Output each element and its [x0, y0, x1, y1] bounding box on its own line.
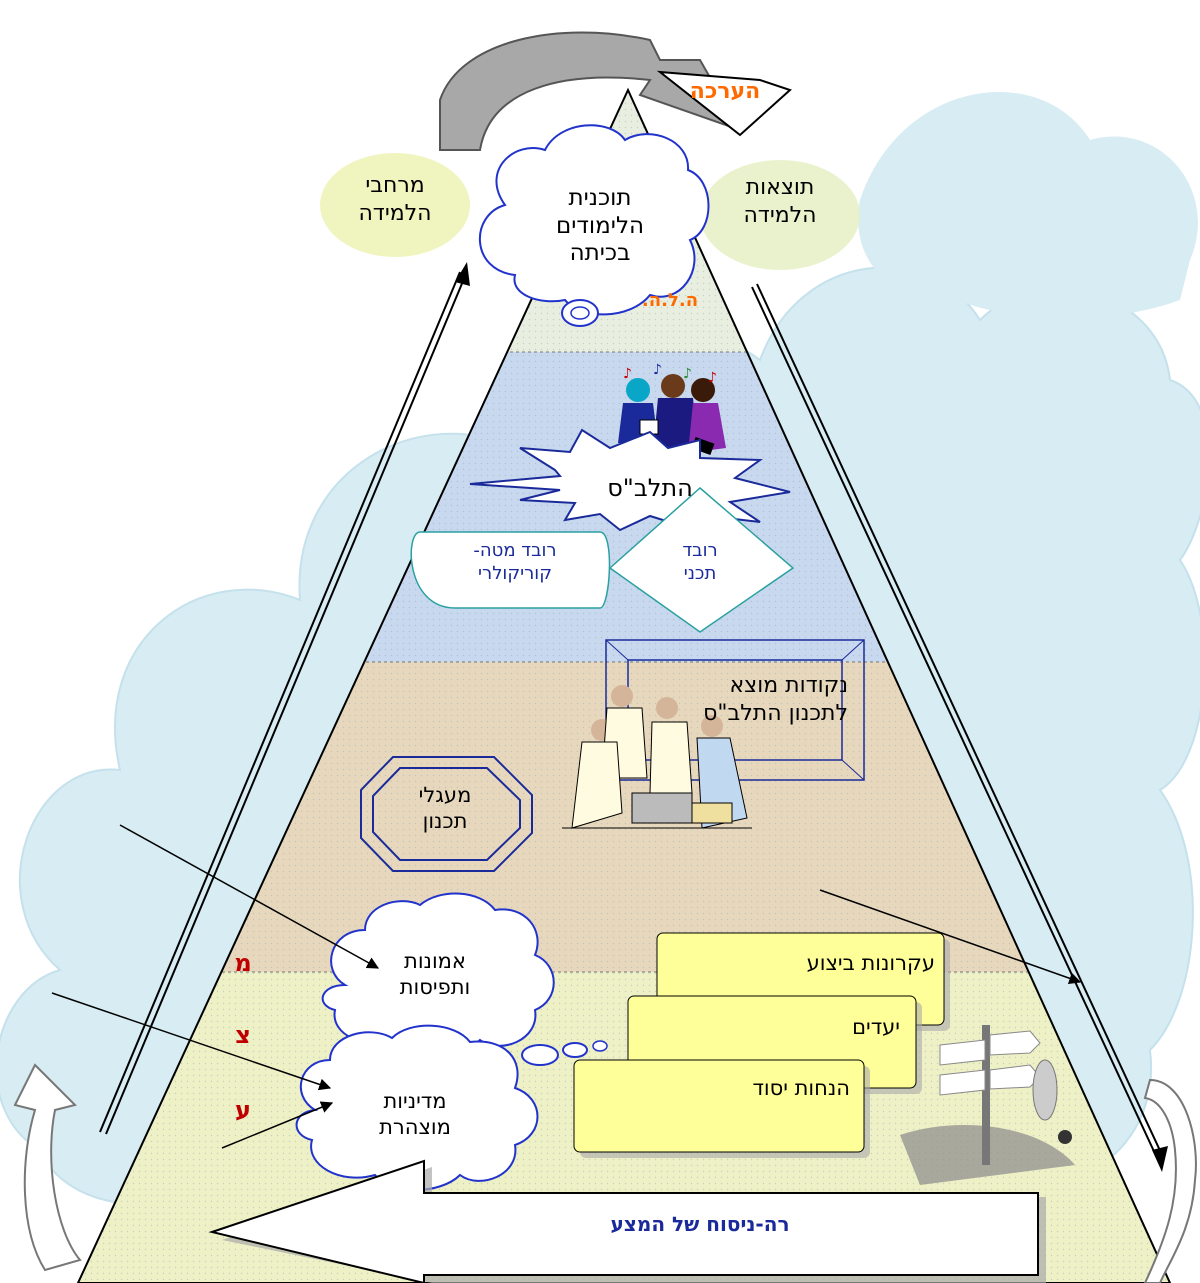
arrow-to-beliefs — [119, 824, 380, 969]
pyramid-outline — [76, 87, 1172, 1283]
evaluation-label: הערכה — [689, 79, 761, 104]
bottom-right-curved-arrow — [1143, 1078, 1197, 1283]
arrow-to-policy-lower — [221, 1101, 334, 1149]
arrow-to-policy-upper — [51, 992, 332, 1091]
reformulation-arrow — [208, 1159, 1046, 1283]
meta-layer-label: רובד מטה- קוריקולרי — [425, 540, 605, 585]
bottom-left-curved-arrow — [13, 1063, 82, 1272]
learning-spaces-line1: מרחבי — [365, 173, 425, 198]
principles-label: עקרונות ביצוע — [806, 951, 935, 975]
left-diagonal-arrow — [99, 262, 470, 1135]
planning-circles-label: מעגלי תכנון — [385, 782, 505, 835]
curriculum-cloud — [479, 124, 710, 327]
curriculum-line3: בכיתה — [569, 240, 631, 267]
letter-m: מ — [234, 949, 252, 977]
reformulation-label: רה-ניסוח של המצע — [610, 1212, 790, 1236]
content-layer-line2: תכני — [683, 562, 717, 584]
assumptions-label: הנחות יסוד — [752, 1076, 850, 1100]
beliefs-line1: אמונות — [404, 949, 466, 973]
school-curriculum-label: התלב"ס — [607, 474, 693, 502]
beliefs-line2: ותפיסות — [399, 975, 471, 1000]
letter-tz: צ — [235, 1021, 251, 1049]
beliefs-label: אמונות ותפיסות — [365, 948, 505, 1001]
curriculum-line1: תוכנית — [568, 185, 632, 211]
policy-cloud — [295, 1024, 608, 1191]
learning-spaces-blob — [320, 153, 470, 257]
svg-text:♪: ♪ — [683, 366, 692, 382]
starting-points-label: נקודות מוצא לתכנון התלב"ס — [618, 672, 848, 727]
learning-outcomes-blob — [700, 160, 860, 270]
learning-outcomes-line1: תוצאות — [745, 175, 815, 200]
meta-layer-shape — [410, 531, 611, 609]
planning-circles-line2: תכנון — [422, 809, 468, 834]
policy-label: מדיניות מוצהרת — [345, 1088, 485, 1141]
arrow-to-right-edge — [819, 889, 1082, 985]
policy-line1: מדיניות — [383, 1089, 447, 1113]
curriculum-line2: הלימודים — [555, 212, 645, 239]
hlh-label: ה.ל.ה. — [641, 290, 699, 311]
letter-a: ע — [235, 1096, 251, 1124]
team-meeting-clipart — [562, 685, 752, 829]
goals-label: יעדים — [852, 1015, 900, 1039]
signpost-clipart — [900, 1025, 1075, 1185]
learning-outcomes-label: תוצאות הלמידה — [705, 174, 855, 229]
content-layer-label: רובד תכני — [655, 540, 745, 585]
evaluation-arrow — [439, 31, 792, 151]
svg-text:♪: ♪ — [653, 362, 662, 378]
learning-spaces-label: מרחבי הלמידה — [320, 172, 470, 227]
planning-circles-line1: מעגלי — [418, 783, 472, 807]
meta-layer-line1: רובד מטה- — [473, 540, 557, 561]
svg-text:♪: ♪ — [708, 370, 717, 386]
singers-clipart: ♪ ♪ ♪ ♪ — [618, 362, 726, 456]
starting-points-line2: לתכנון התלב"ס — [703, 700, 848, 726]
content-layer-diamond — [608, 487, 795, 633]
learning-outcomes-line2: הלמידה — [743, 202, 817, 228]
svg-text:♪: ♪ — [623, 366, 632, 382]
policy-line2: מוצהרת — [379, 1115, 451, 1140]
right-diagonal-arrow — [751, 283, 1168, 1172]
content-layer-line1: רובד — [682, 540, 718, 561]
planning-circles-octagon — [360, 756, 533, 872]
learning-spaces-line2: הלמידה — [358, 200, 432, 226]
curriculum-label: תוכנית הלימודים בכיתה — [520, 185, 680, 268]
starting-points-line1: נקודות מוצא — [729, 673, 848, 698]
meta-layer-line2: קוריקולרי — [478, 562, 552, 584]
assumptions-box — [573, 1059, 870, 1158]
